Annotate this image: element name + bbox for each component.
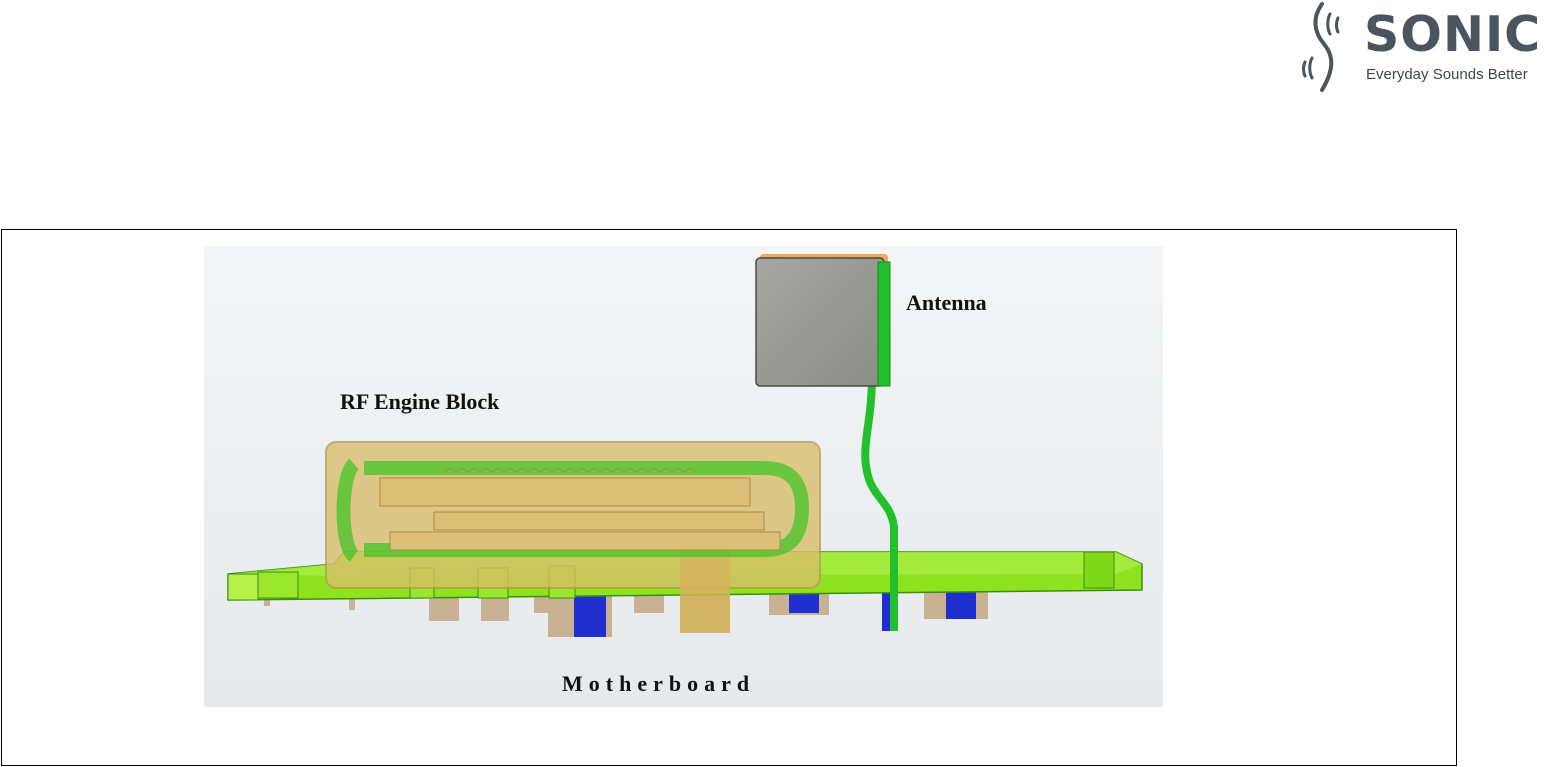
brand-name: SONIC [1364,10,1541,60]
motherboard-label: Motherboard [562,671,755,696]
brand-tagline: Everyday Sounds Better [1366,66,1528,84]
rf-module-diagram: Antenna RF Engine Block Motherboard [204,246,1163,707]
sonic-logo: SONIC Everyday Sounds Better [1300,0,1557,100]
antenna-module [756,254,890,386]
rf-engine-block-label: RF Engine Block [340,389,500,414]
sound-wave-ear-icon [1300,0,1364,100]
antenna-label: Antenna [906,290,987,315]
rf-module-illustration: Antenna RF Engine Block Motherboard [204,246,1163,707]
